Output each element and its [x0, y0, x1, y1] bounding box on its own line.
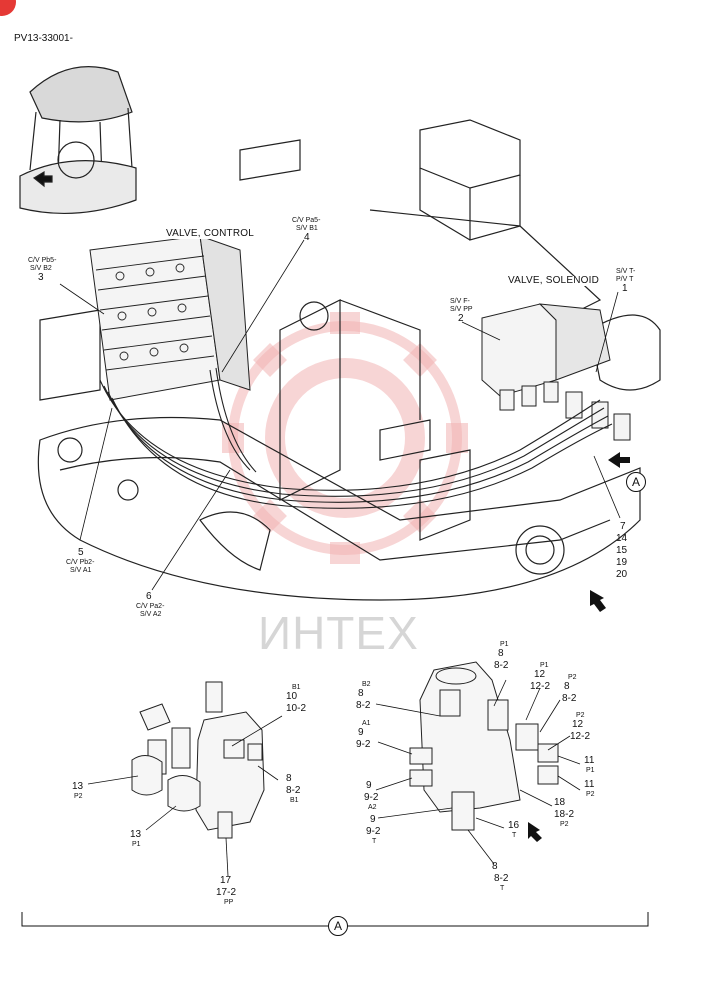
left-b1-top-port: B1 [292, 684, 301, 691]
right-p2-18-port: P2 [560, 821, 569, 828]
right-p2-8-n2: 8-2 [562, 693, 577, 704]
hose-bundle [99, 367, 613, 509]
label-4-b: S/V B1 [296, 225, 318, 232]
left-b1-bottom-n2: 8-2 [286, 785, 301, 796]
left-leader-lines [87, 715, 283, 877]
left-fitting-assembly [131, 681, 265, 839]
right-p2-11-port: P2 [586, 791, 595, 798]
label-5-number: 5 [78, 547, 84, 558]
label-6-b: S/V A2 [140, 611, 162, 618]
label-7-list-item: 15 [616, 545, 628, 556]
right-a2-n1: 9 [366, 780, 372, 791]
right-p1-top-n1: 8 [498, 648, 504, 659]
right-b2-port: B2 [362, 681, 371, 688]
label-2-b: S/V PP [450, 306, 473, 313]
label-6-a: C/V Pa2- [136, 603, 165, 610]
right-p2-18-n2: 18-2 [554, 809, 575, 820]
right-a1-n2: 9-2 [356, 739, 371, 750]
left-pp-port: PP [224, 899, 234, 906]
label-6-number: 6 [146, 591, 152, 602]
right-t8-n2: 8-2 [494, 873, 509, 884]
left-b1-bottom-port: B1 [290, 797, 299, 804]
right-t9-n1: 9 [370, 814, 376, 825]
right-p2-8-port: P2 [568, 674, 577, 681]
machine-inset-sketch [19, 66, 137, 215]
right-fitting-assembly [409, 661, 559, 831]
callout-valve-solenoid: VALVE, SOLENOID [506, 275, 601, 286]
leader-lines [59, 239, 621, 591]
right-a1-n1: 9 [358, 727, 364, 738]
right-t8-n1: 8 [492, 861, 498, 872]
label-5-a: C/V Pb2- [66, 559, 95, 566]
label-5-b: S/V A1 [70, 567, 92, 574]
left-p2-port: P2 [74, 793, 83, 800]
left-p1-number: 13 [130, 829, 142, 840]
left-pp-n1: 17 [220, 875, 232, 886]
right-leader-lines [375, 679, 581, 865]
page-code: PV13-33001- [14, 33, 73, 44]
right-p1-12-port: P1 [540, 662, 549, 669]
right-t8-port: T [500, 885, 505, 892]
right-b2-n2: 8-2 [356, 700, 371, 711]
right-p1-11-port: P1 [586, 767, 595, 774]
right-a1-port: A1 [362, 720, 371, 727]
left-b1-top-n2: 10-2 [286, 703, 307, 714]
right-p2-8-n1: 8 [564, 681, 570, 692]
left-b1-bottom-n1: 8 [286, 773, 292, 784]
view-a-bottom-marker: A [328, 916, 348, 936]
right-b2-n1: 8 [358, 688, 364, 699]
left-p1-port: P1 [132, 841, 141, 848]
right-p1-12-n1: 12 [534, 669, 546, 680]
left-b1-top-n1: 10 [286, 691, 298, 702]
label-3-number: 3 [38, 272, 44, 283]
right-p2-12-port: P2 [576, 712, 585, 719]
right-t16-number: 16 [508, 820, 520, 831]
label-2-a: S/V F- [450, 298, 470, 305]
label-1-b: P/V T [616, 276, 634, 283]
label-4-a: C/V Pa5- [292, 217, 321, 224]
watermark-gear-teeth [222, 312, 468, 564]
label-7-list-item: 7 [620, 521, 626, 532]
right-t9-port: T [372, 838, 377, 845]
view-bracket [21, 912, 649, 927]
right-t9-n2: 9-2 [366, 826, 381, 837]
label-1-number: 1 [622, 283, 628, 294]
callout-valve-control: VALVE, CONTROL [164, 228, 257, 239]
solenoid-valve-block [481, 303, 631, 441]
view-arrows [528, 452, 630, 842]
left-p2-number: 13 [72, 781, 84, 792]
view-a-marker: A [626, 472, 646, 492]
right-p1-top-n2: 8-2 [494, 660, 509, 671]
label-7-list-item: 14 [616, 533, 628, 544]
right-t16-port: T [512, 832, 517, 839]
right-p2-12-n1: 12 [572, 719, 584, 730]
right-a2-n2: 9-2 [364, 792, 379, 803]
label-7-list-item: 20 [616, 569, 628, 580]
label-3-b: S/V B2 [30, 265, 52, 272]
left-pp-n2: 17-2 [216, 887, 237, 898]
right-a2-port: A2 [368, 804, 377, 811]
label-7-list-item: 19 [616, 557, 628, 568]
label-3-a: C/V Pb5- [28, 257, 57, 264]
label-2-number: 2 [458, 313, 464, 324]
right-p2-12-n2: 12-2 [570, 731, 591, 742]
watermark-text: ИНТЕХ [258, 607, 419, 659]
right-p1-top-port: P1 [500, 641, 509, 648]
right-p1-11-number: 11 [584, 755, 595, 766]
label-1-a: S/V T- [616, 268, 636, 275]
label-4-number: 4 [304, 232, 310, 243]
right-p2-11-number: 11 [584, 779, 595, 790]
right-p2-18-n1: 18 [554, 797, 566, 808]
right-p1-12-n2: 12-2 [530, 681, 551, 692]
